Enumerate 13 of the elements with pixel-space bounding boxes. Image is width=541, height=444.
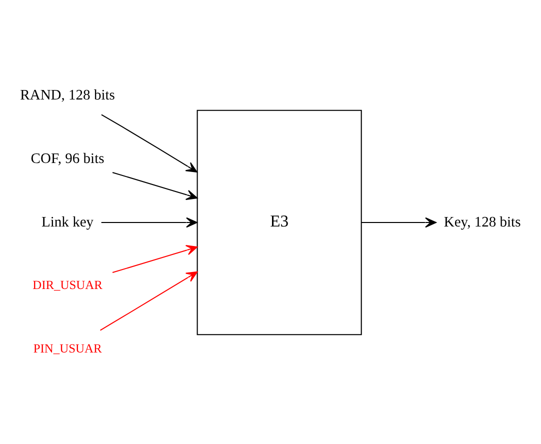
- arrow: [101, 216, 198, 228]
- arrow: [100, 270, 198, 330]
- arrow: [362, 216, 436, 228]
- node-text: Key, 128 bits: [444, 214, 521, 230]
- node-text: COF, 96 bits: [30, 150, 104, 167]
- node-text: DIR_USUAR: [32, 278, 102, 292]
- node-text: PIN_USUAR: [33, 340, 102, 355]
- node-text: Link key: [42, 214, 94, 230]
- arrow: [112, 171, 198, 200]
- node-text: RAND, 128 bits: [20, 87, 115, 104]
- arrow: [112, 244, 198, 273]
- node-box: E3: [196, 109, 362, 335]
- arrow: [101, 114, 198, 172]
